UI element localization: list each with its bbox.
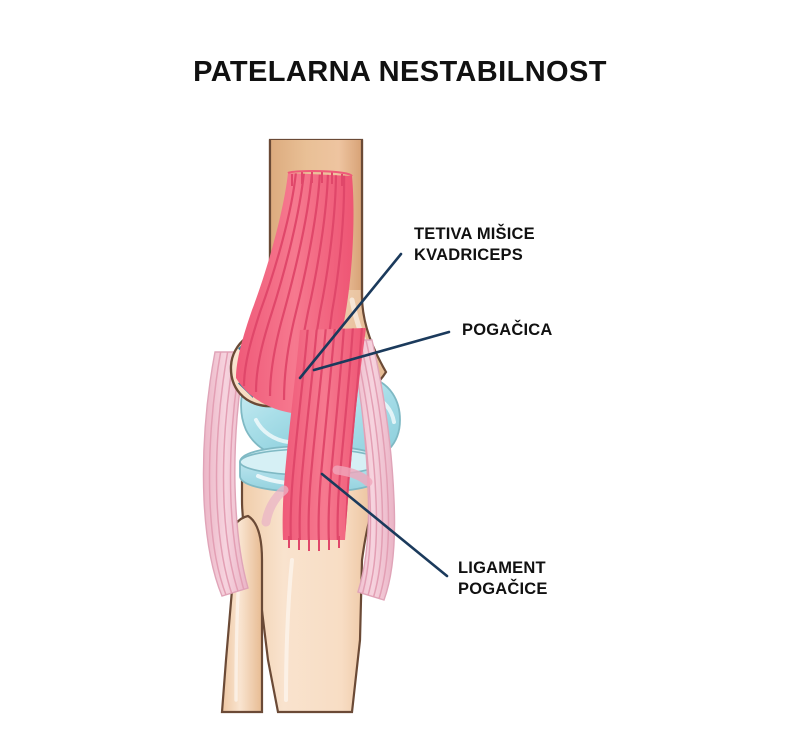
callout-leader-lines xyxy=(298,252,451,578)
tendon-top-edge xyxy=(287,170,353,177)
callout-label-quadriceps-tendon: TETIVA MIŠICE KVADRICEPS xyxy=(414,225,535,264)
tendon-fiber-tips xyxy=(291,171,343,186)
callout-label-patella: POGAČICA xyxy=(462,321,553,339)
patellar-ligament xyxy=(261,328,373,551)
ligament-side-fold-left xyxy=(261,485,289,527)
ligament-insertion-fibers xyxy=(288,536,340,551)
collateral-ligament-left-body xyxy=(202,351,249,597)
leader-line-patellar-ligament xyxy=(320,472,449,578)
leader-line-patella xyxy=(312,330,451,372)
leader-line-quadriceps-tendon xyxy=(298,252,403,380)
page-title: PATELARNA NESTABILNOST xyxy=(193,56,607,88)
cartilage-highlight-left xyxy=(254,418,290,444)
ligament-side-fold-right xyxy=(332,465,373,487)
tibia-highlight xyxy=(284,558,294,702)
collateral-ligament-left xyxy=(202,351,249,597)
callout-label-patellar-ligament: LIGAMENT POGAČICE xyxy=(458,559,548,598)
collateral-ligament-left-striations xyxy=(208,352,248,596)
collateral-ligament-right-body xyxy=(349,339,396,601)
patellar-ligament-striations xyxy=(289,328,364,540)
